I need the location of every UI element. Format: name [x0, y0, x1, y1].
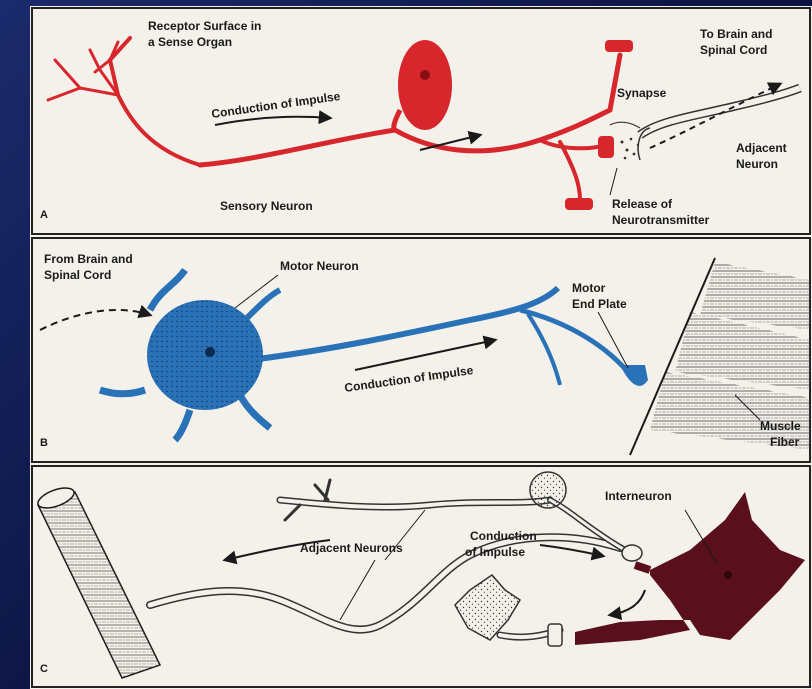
sensory-cell-body: [398, 40, 452, 130]
motor-neuron-label: Motor Neuron: [280, 259, 359, 273]
axon-terminal-icon: [548, 624, 562, 646]
brain-label-1: To Brain and: [700, 27, 772, 41]
axon-terminal-icon: [605, 40, 633, 52]
motor-nucleus: [205, 347, 215, 357]
motor-cell-body: [147, 300, 263, 410]
axon-terminal-icon: [565, 198, 593, 210]
conduction-label-c-1: Conduction: [470, 529, 537, 543]
sensory-label: Sensory Neuron: [220, 199, 313, 213]
release-label-2: Neurotransmitter: [612, 213, 710, 227]
sensory-nucleus: [420, 70, 430, 80]
interneuron-label: Interneuron: [605, 489, 672, 503]
axon-terminal-icon: [622, 545, 642, 561]
receptor-label-2: a Sense Organ: [148, 35, 232, 49]
panel-letter-c: C: [40, 663, 48, 675]
synapse-label: Synapse: [617, 86, 667, 100]
conduction-label-c-2: of Impulse: [465, 545, 525, 559]
panel-letter-b: B: [40, 437, 48, 449]
receptor-label-1: Receptor Surface in: [148, 19, 261, 33]
release-label-1: Release of: [612, 197, 673, 211]
from-brain-label-1: From Brain and: [44, 252, 133, 266]
brain-label-2: Spinal Cord: [700, 43, 767, 57]
adjacent-neurons-label: Adjacent Neurons: [300, 541, 403, 555]
end-plate-label-1: Motor: [572, 281, 606, 295]
axon-terminal-icon: [598, 136, 614, 158]
muscle-label-2: Fiber: [770, 435, 800, 449]
end-plate-label-2: End Plate: [572, 297, 627, 311]
adjacent-label-2: Neuron: [736, 157, 778, 171]
panel-letter-a: A: [40, 209, 48, 221]
adjacent-label-1: Adjacent: [736, 141, 787, 155]
muscle-label-1: Muscle: [760, 419, 801, 433]
adjacent-cell-body: [530, 472, 566, 508]
from-brain-label-2: Spinal Cord: [44, 268, 111, 282]
